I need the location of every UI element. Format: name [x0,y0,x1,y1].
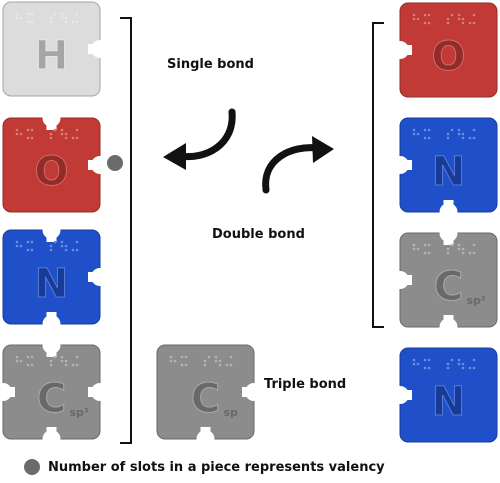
piece-body [3,2,100,96]
piece-body [400,348,497,442]
piece-n-right-bottom: N [391,347,498,443]
piece-body [400,3,497,97]
piece-letter: C [37,376,66,422]
triple-bond-label: Triple bond [264,377,347,392]
double-bond-label: Double bond [212,227,305,242]
piece-letter: O [431,34,465,80]
piece-letter: N [35,261,68,307]
single-bond-arrow [163,108,236,170]
piece-n-right: N [391,117,498,221]
piece-body [157,345,254,439]
piece-n-left: N [2,221,109,333]
piece-o-left: O [2,109,109,213]
piece-letter: N [432,149,465,195]
hybridization-label: sp [224,406,239,419]
piece-letter: C [191,376,220,422]
right-bracket [372,22,384,328]
double-bond-arrow [262,136,334,194]
piece-letter: H [35,33,68,79]
piece-body [400,118,497,212]
piece-body [3,230,100,324]
piece-body [3,118,100,212]
piece-body [3,345,100,439]
legend-text: Number of slots in a piece represents va… [48,460,385,475]
legend-dot [24,459,40,475]
valency-dot [107,155,123,171]
piece-letter: N [432,379,465,425]
piece-o-right: O [391,2,498,98]
left-bracket [120,17,132,444]
piece-h-left: H [2,1,109,97]
hybridization-label: sp² [467,294,486,307]
piece-letter: C [434,264,463,310]
hybridization-label: sp³ [70,406,89,419]
piece-body [400,233,497,327]
piece-letter: O [34,149,68,195]
single-bond-label: Single bond [167,57,254,72]
